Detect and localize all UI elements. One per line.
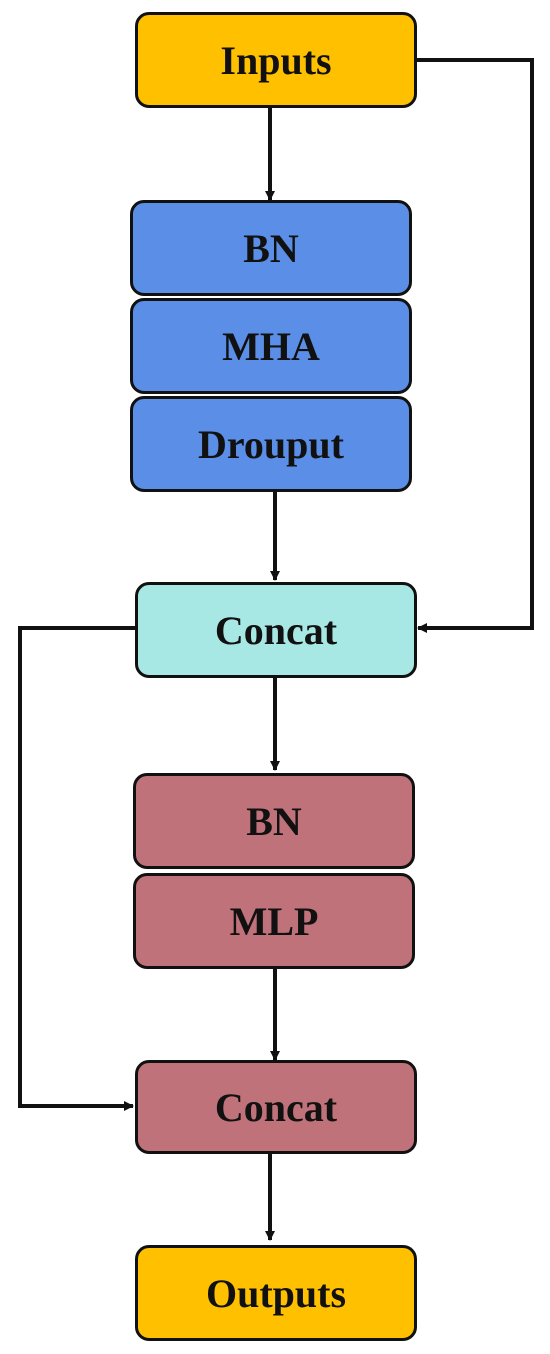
inputs-node: Inputs [135, 12, 417, 108]
dropout-node: Drouput [130, 396, 412, 492]
concat-node-2: Concat [135, 1060, 417, 1154]
outputs-node: Outputs [135, 1245, 417, 1341]
edge-inputs-skip-to-concat [415, 58, 534, 633]
bn-node-mlp: BN [133, 773, 415, 869]
bn-node-attention: BN [130, 200, 412, 296]
edge-concat-skip-to-concat [18, 626, 137, 1111]
mha-node: MHA [130, 298, 412, 394]
mlp-node: MLP [133, 873, 415, 969]
concat-node-1: Concat [135, 582, 417, 678]
